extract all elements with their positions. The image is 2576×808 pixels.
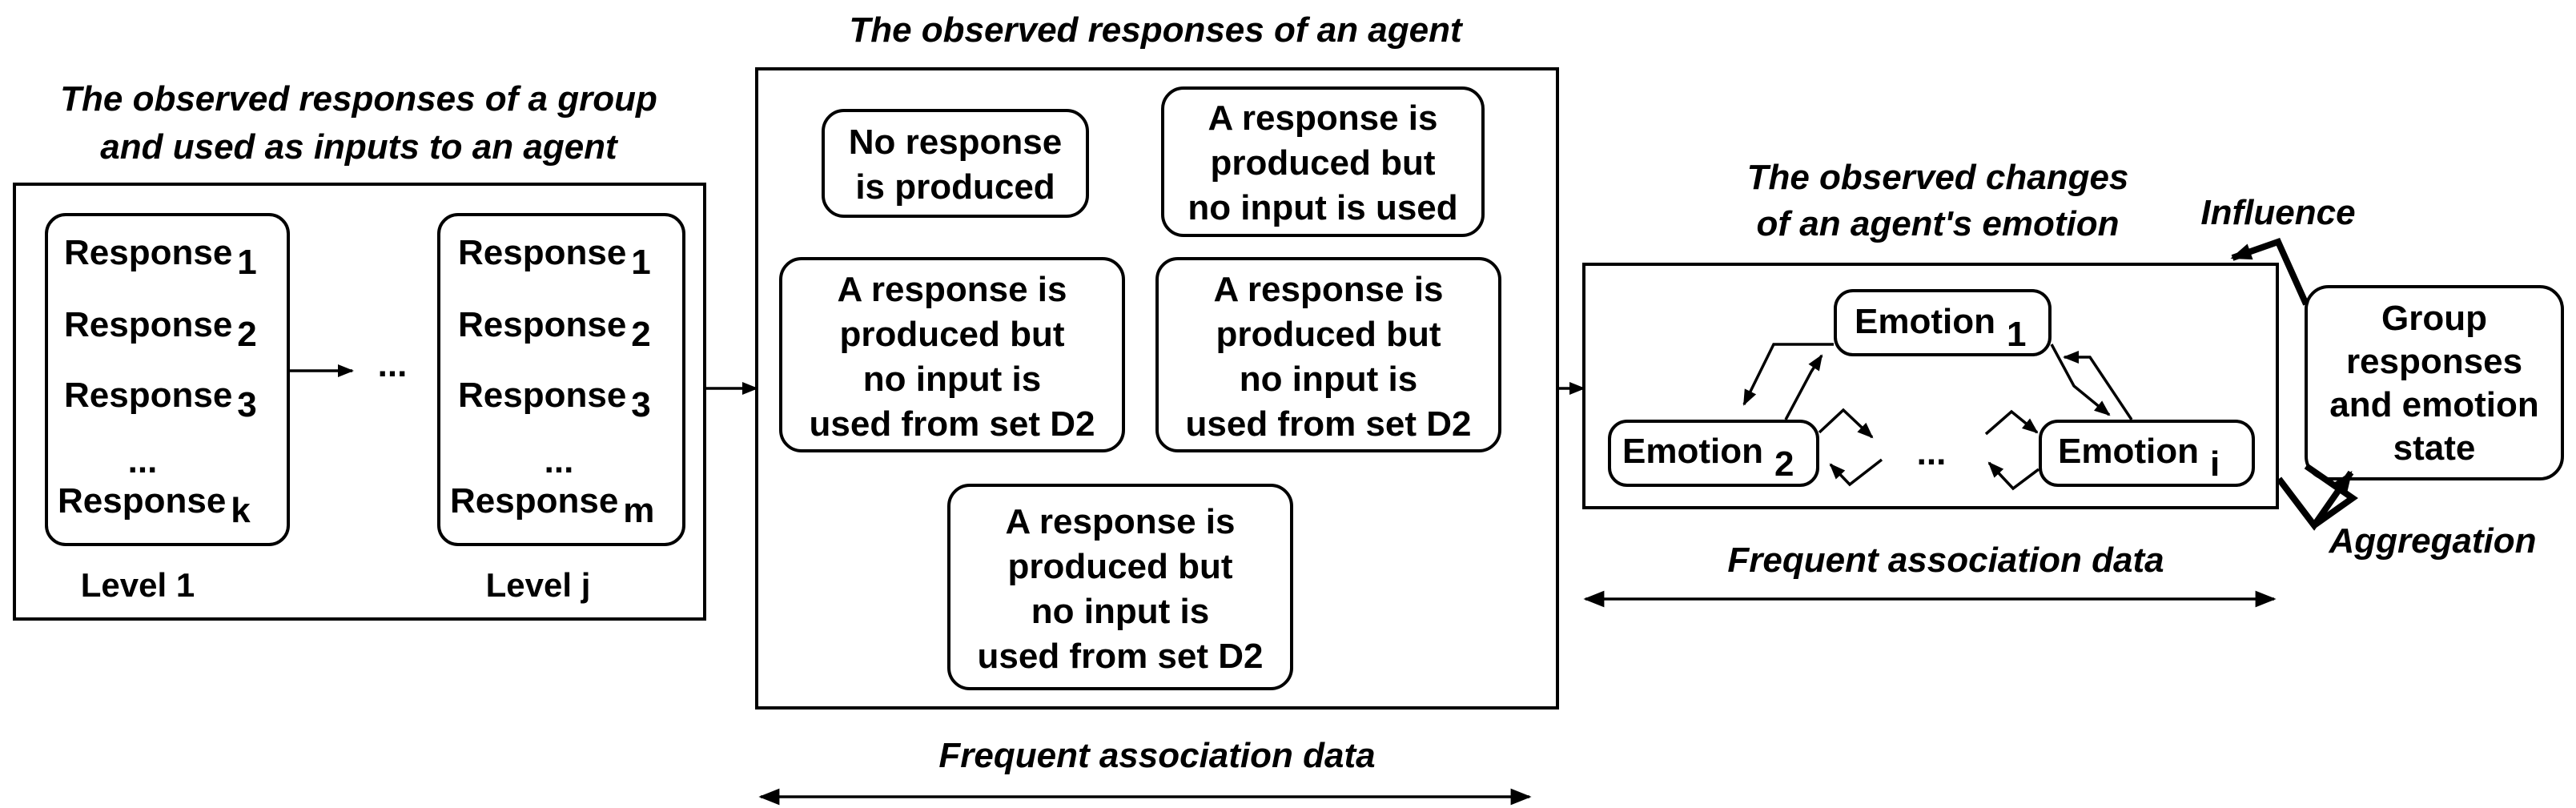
group-state-box [2305,285,2564,480]
influence-label: Influence [2200,193,2355,232]
emotion-panel: The observed changes of an agent's emoti… [1582,158,2279,608]
emotion-2-to-1-arrow [1784,354,1823,420]
d2-box-right [1155,257,1501,452]
d2-box-bottom-line-1: A response is [1006,502,1236,541]
group-state: Group responses and emotion state Influe… [2200,193,2564,561]
emotion-panel-title-line-2: of an agent's emotion [1757,204,2120,243]
emotion-1-to-2-arrow [1742,343,1834,406]
emotion-i-box [2039,420,2255,487]
emotion-1-box [1834,289,2052,356]
emotion-i-to-1-arrow [2063,351,2133,420]
no-response-line-1: No response [849,123,1063,162]
level-1-label: Level 1 [81,566,195,604]
emotion-panel-frame [1582,263,2279,509]
group-panel-title-line-1: The observed responses of a group [60,79,657,119]
agent-panel-frame [755,67,1559,710]
d2-box-right-line-4: used from set D2 [1186,404,1472,444]
group-state-line-4: state [2393,428,2476,468]
level-j-label: Level j [486,566,591,604]
d2-box-bottom [947,484,1293,690]
emotion-1-to-i-arrow [2050,344,2111,416]
agent-responses-panel: The observed responses of an agent No re… [755,10,1559,806]
level-j-box [437,213,685,546]
d2-box-right-line-1: A response is [1214,270,1444,309]
d2-box-left-line-2: produced but [839,315,1064,354]
no-input-used-line-1: A response is [1208,98,1438,138]
group-responses-panel: The observed responses of a group and us… [13,79,706,621]
no-response-line-2: is produced [855,167,1055,207]
aggregation-label: Aggregation [2328,521,2536,561]
group-state-line-1: Group [2381,299,2487,338]
d2-box-left [779,257,1125,452]
emotion-2-in-arrow [1829,458,1883,487]
d2-box-bottom-line-2: produced but [1007,547,1232,586]
d2-box-right-line-2: produced but [1216,315,1441,354]
no-input-used-line-3: no input is used [1188,188,1457,227]
no-input-used-box [1161,86,1485,237]
influence-arrow [2230,238,2309,306]
d2-box-bottom-line-4: used from set D2 [978,637,1264,676]
emotion-frequent-association-label: Frequent association data [1727,541,2164,580]
group-state-line-3: and emotion [2329,385,2539,424]
aggregation-arrow [2276,470,2354,531]
level-1-box [45,213,290,546]
emotion-panel-title-line-1: The observed changes [1747,158,2129,197]
level-1-ellipsis: ... [128,441,158,480]
agent-panel-title: The observed responses of an agent [849,10,1464,50]
no-response-box [822,109,1089,218]
d2-box-bottom-line-3: no input is [1031,592,1209,631]
group-state-line-2: responses [2346,342,2522,381]
emotion-i-in-arrow [1984,409,2039,436]
d2-box-left-line-1: A response is [838,270,1067,309]
group-panel-title-line-2: and used as inputs to an agent [100,127,619,167]
emotion-2-box [1608,420,1819,487]
emotion-ellipsis: ... [1917,433,1947,472]
no-input-used-line-2: produced but [1210,143,1435,183]
level-j-ellipsis: ... [545,441,574,480]
group-panel-frame [13,183,706,621]
d2-box-left-line-4: used from set D2 [810,404,1095,444]
d2-box-left-line-3: no input is [863,360,1041,399]
emotion-2-out-arrow [1818,408,1874,439]
d2-box-right-line-3: no input is [1240,360,1417,399]
emotion-i-out-arrow [1987,461,2040,491]
agent-frequent-association-label: Frequent association data [938,736,1375,775]
levels-ellipsis: ... [378,345,408,384]
